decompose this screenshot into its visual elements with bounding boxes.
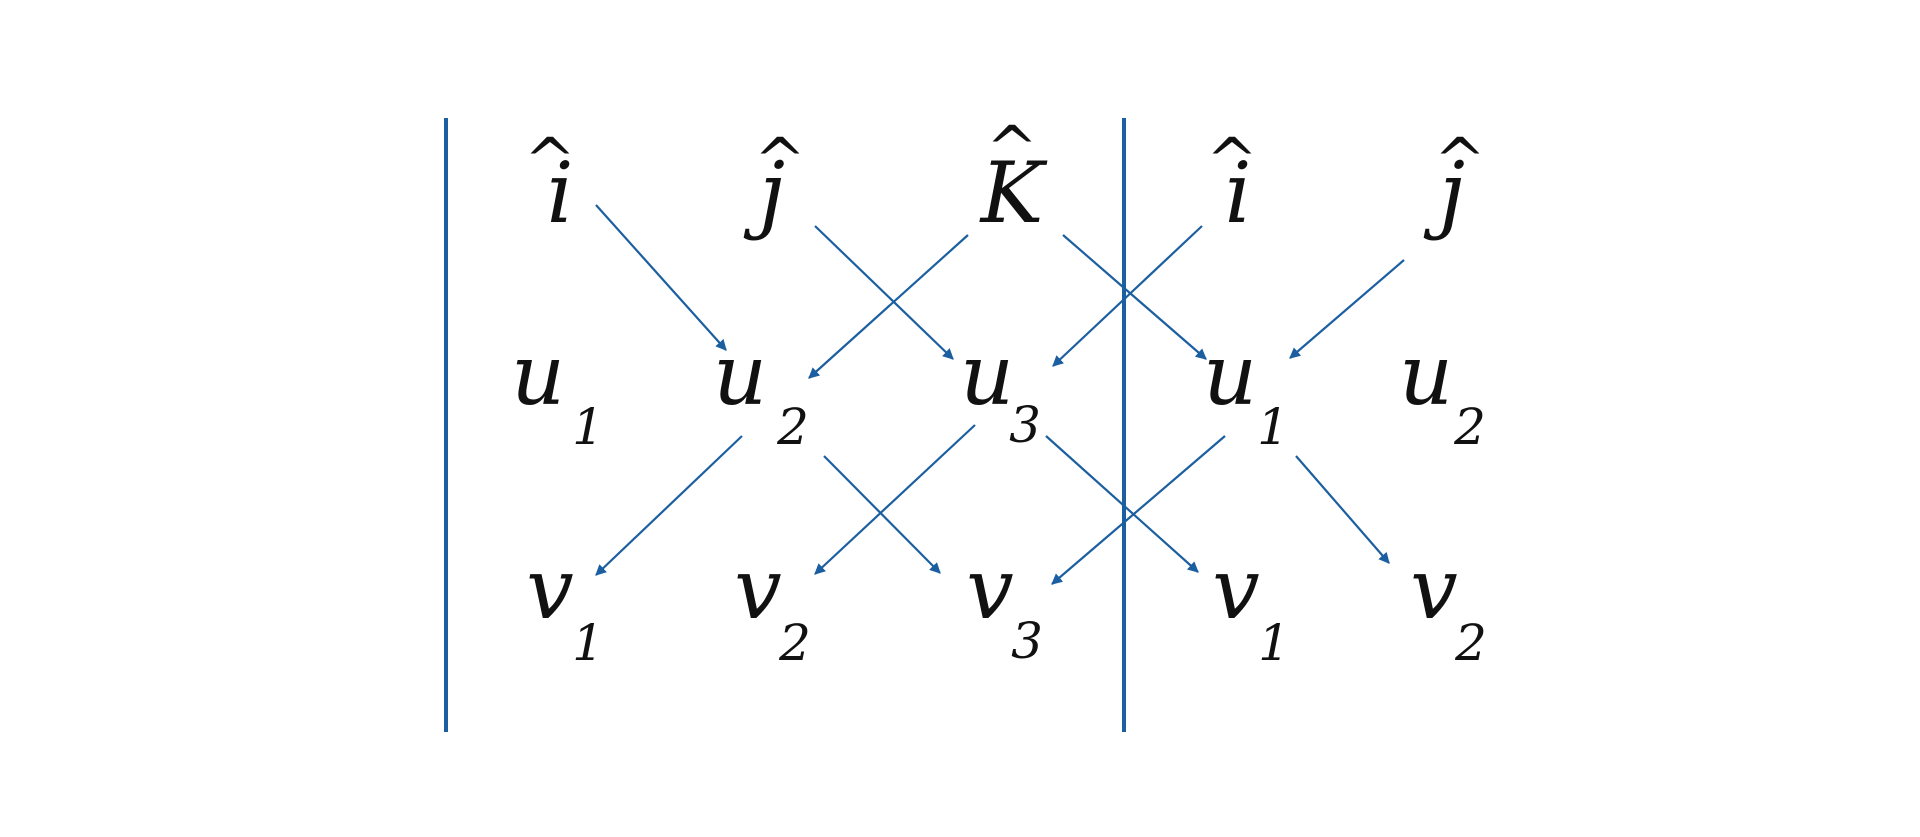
symbol-subscript: 3: [1009, 396, 1041, 454]
symbol-base: u: [960, 326, 1014, 424]
symbol-subscript: 3: [1011, 612, 1043, 670]
arrow-u3-to-v2: [814, 424, 976, 575]
unit-vector-k-hat: ^ K: [979, 112, 1048, 242]
symbol-subscript: 1: [1257, 398, 1289, 456]
v-component: v 3: [966, 540, 1043, 670]
u-component: u 3: [960, 326, 1041, 454]
symbol-base: j: [1423, 144, 1465, 242]
arrows-group: [595, 204, 1405, 585]
symbol-base: v: [966, 540, 1013, 638]
symbol-base: i: [547, 144, 574, 242]
arrow-k-to-u2: [808, 234, 969, 379]
hat-mark: ^: [524, 124, 576, 197]
u-component-row: u 1 u 2 u 3 u 1 u 2: [511, 326, 1486, 456]
symbol-subscript: 1: [1258, 614, 1290, 672]
arrow-u1-to-v3: [1051, 435, 1226, 585]
symbol-subscript: 2: [776, 398, 809, 456]
unit-vector-i-hat-repeat: ^ i: [1206, 124, 1258, 242]
symbol-subscript: 1: [572, 398, 604, 456]
symbol-base: j: [743, 144, 785, 242]
u-component: u 2: [1399, 326, 1486, 456]
arrow-j2-to-u1: [1289, 259, 1405, 359]
symbol-base: v: [1212, 540, 1259, 638]
symbol-base: i: [1225, 144, 1252, 242]
u-component: u 2: [713, 326, 809, 456]
v-component: v 1: [1212, 540, 1290, 672]
v-component-row: v 1 v 2 v 3 v 1 v 2: [526, 540, 1487, 672]
symbol-base: u: [511, 326, 565, 424]
arrow-u2-to-v1: [595, 435, 743, 576]
symbol-base: u: [1399, 326, 1453, 424]
unit-vector-row: ^ i ^ j ^ K ^ i ^ j: [524, 112, 1486, 242]
hat-mark: ^: [986, 112, 1038, 185]
unit-vector-i-hat: ^ i: [524, 124, 576, 242]
hat-mark: ^: [754, 124, 806, 197]
symbol-base: v: [734, 540, 781, 638]
symbol-subscript: 2: [1453, 398, 1486, 456]
u-component: u 1: [1203, 326, 1289, 456]
symbol-subscript: 2: [1454, 614, 1487, 672]
unit-vector-j-hat: ^ j: [743, 124, 806, 242]
arrow-j-to-u3: [814, 225, 954, 360]
unit-vector-j-hat-repeat: ^ j: [1423, 124, 1486, 242]
hat-mark: ^: [1206, 124, 1258, 197]
arrow-u3-to-v1: [1045, 435, 1199, 573]
symbol-base: v: [526, 540, 573, 638]
v-component: v 1: [526, 540, 604, 672]
arrow-u2-to-v3: [823, 455, 941, 574]
arrow-k-to-u1: [1062, 234, 1207, 360]
symbol-base: u: [713, 326, 767, 424]
symbol-base: K: [979, 144, 1048, 242]
v-component: v 2: [1410, 540, 1487, 672]
hat-mark: ^: [1434, 124, 1486, 197]
arrow-i2-to-u3: [1052, 225, 1203, 367]
arrow-u1-to-v2: [1295, 455, 1390, 564]
symbol-base: v: [1410, 540, 1457, 638]
symbol-base: u: [1203, 326, 1257, 424]
symbol-subscript: 2: [778, 614, 811, 672]
u-component: u 1: [511, 326, 604, 456]
symbol-subscript: 1: [572, 614, 604, 672]
v-component: v 2: [734, 540, 811, 672]
arrow-i-to-u2: [595, 204, 727, 351]
